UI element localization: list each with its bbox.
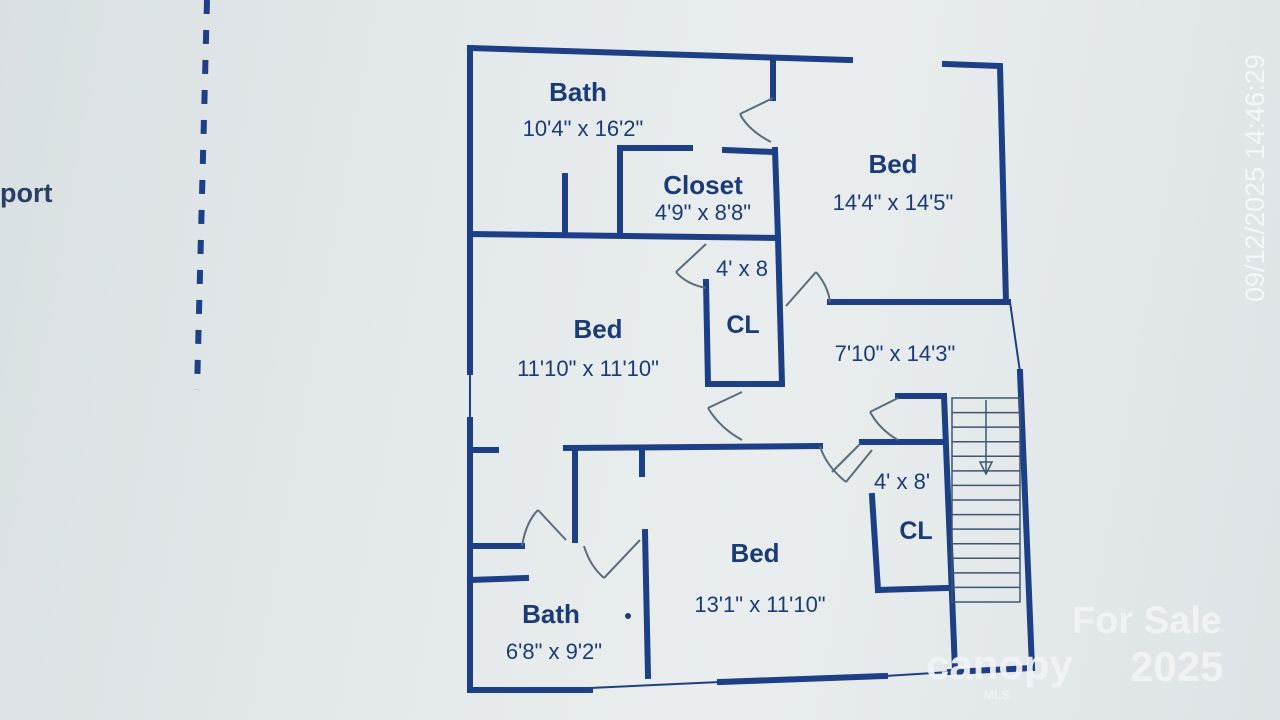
room-name-bed-lower: Bed [730, 538, 779, 568]
watermark-mls: MLS [984, 688, 1009, 702]
room-dims-bath-lower: 6'8" x 9'2" [506, 639, 602, 664]
stair-direction-arrow [978, 461, 994, 476]
watermark-year: 2025 [1130, 643, 1223, 690]
room-name-bath-lower: Bath [522, 599, 580, 629]
room-name-bath-upper: Bath [549, 77, 607, 107]
dashed-boundary-line [194, 0, 210, 391]
room-dims-hall: 7'10" x 14'3" [835, 341, 956, 366]
room-name-bed-upper-right: Bed [868, 149, 917, 179]
interior-walls [466, 59, 1011, 680]
bath-fixture-dot [625, 613, 631, 619]
closet-dims-lower: 4' x 8' [874, 469, 930, 494]
watermark-brand: canopy [926, 641, 1074, 688]
for-sale-watermark: For Sale canopy 2025 MLS [926, 600, 1223, 702]
side-label: port [0, 178, 52, 208]
room-name-closet: Closet [663, 170, 743, 200]
outer-walls [466, 44, 1036, 693]
timestamp-text: 09/12/2025 14:46:29 [1240, 54, 1270, 302]
room-dims-bed-middle: 11'10" x 11'10" [517, 356, 659, 381]
door-swings [521, 97, 899, 579]
closet-label-lower: CL [899, 517, 932, 545]
photo-timestamp: 09/12/2025 14:46:29 [1240, 54, 1270, 302]
room-name-bed-middle: Bed [573, 314, 622, 344]
watermark-for-sale: For Sale [1072, 600, 1222, 642]
room-dims-bed-upper-right: 14'4" x 14'5" [833, 190, 954, 215]
room-dims-bed-lower: 13'1" x 11'10" [694, 592, 825, 617]
room-dims-closet: 4'9" x 8'8" [655, 200, 751, 225]
closet-label-upper: CL [726, 311, 759, 339]
staircase [951, 397, 1021, 603]
closet-dims-upper: 4' x 8 [716, 256, 768, 281]
room-dims-bath-upper: 10'4" x 16'2" [523, 116, 644, 141]
